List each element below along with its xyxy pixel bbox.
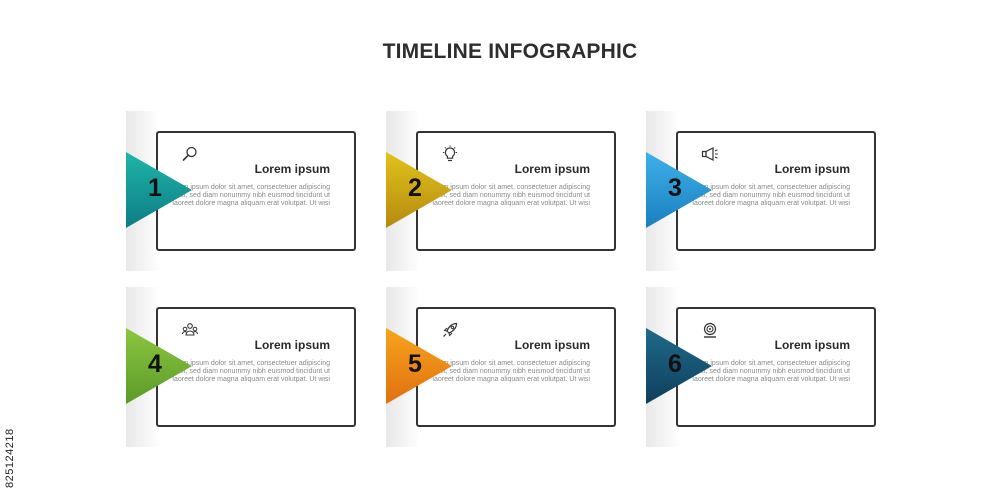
step-number: 5 xyxy=(408,350,422,378)
rocket-icon xyxy=(443,322,458,337)
team-icon xyxy=(182,323,198,336)
step-heading: Lorem ipsum xyxy=(514,338,590,352)
timeline-step-4: Lorem ipsum Lorem ipsum dolor sit amet, … xyxy=(126,287,366,447)
step-description: Lorem ipsum dolor sit amet, consectetuer… xyxy=(168,184,330,208)
magnifier-icon xyxy=(182,146,197,161)
step-number: 2 xyxy=(408,174,422,202)
step-number: 6 xyxy=(668,350,682,378)
step-heading: Lorem ipsum xyxy=(774,338,850,352)
timeline-step-6: Lorem ipsum Lorem ipsum dolor sit amet, … xyxy=(646,287,886,447)
step-description: Lorem ipsum dolor sit amet, consectetuer… xyxy=(688,184,850,208)
step-description: Lorem ipsum dolor sit amet, consectetuer… xyxy=(428,184,590,208)
step-number: 3 xyxy=(668,174,682,202)
step-heading: Lorem ipsum xyxy=(514,162,590,176)
step-heading: Lorem ipsum xyxy=(254,338,330,352)
target-icon xyxy=(703,322,717,338)
timeline-step-3: Lorem ipsum Lorem ipsum dolor sit amet, … xyxy=(646,111,886,271)
megaphone-icon xyxy=(701,147,718,161)
step-number: 1 xyxy=(148,174,162,202)
step-description: Lorem ipsum dolor sit amet, consectetuer… xyxy=(168,360,330,384)
step-heading: Lorem ipsum xyxy=(774,162,850,176)
step-description: Lorem ipsum dolor sit amet, consectetuer… xyxy=(688,360,850,384)
timeline-step-2: Lorem ipsum Lorem ipsum dolor sit amet, … xyxy=(386,111,626,271)
page-title: TIMELINE INFOGRAPHIC xyxy=(382,40,638,63)
step-heading: Lorem ipsum xyxy=(254,162,330,176)
step-description: Lorem ipsum dolor sit amet, consectetuer… xyxy=(428,360,590,384)
lightbulb-icon xyxy=(443,145,457,162)
timeline-step-5: Lorem ipsum Lorem ipsum dolor sit amet, … xyxy=(386,287,626,447)
timeline-step-1: Lorem ipsum Lorem ipsum dolor sit amet, … xyxy=(126,111,366,271)
side-id-label: 825124218 xyxy=(4,428,16,488)
step-number: 4 xyxy=(148,350,162,378)
